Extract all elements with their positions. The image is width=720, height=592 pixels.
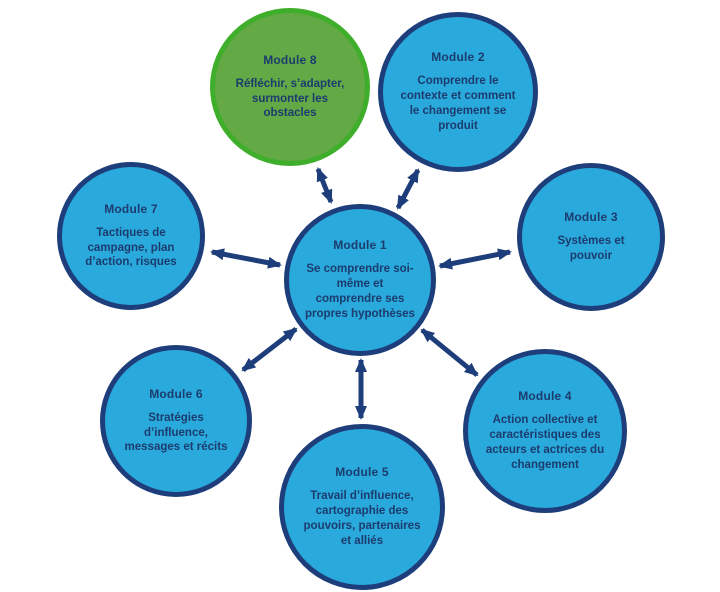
arrow-module1-module6 <box>241 327 298 372</box>
module-6-text: Stratégies d’influence, messages et réci… <box>124 411 228 454</box>
module-3-text: Systèmes et pouvoir <box>557 235 625 262</box>
module-7-title: Module 7 <box>104 201 158 216</box>
module-4-circle: Module 4 Action collective et caractéris… <box>463 349 627 513</box>
module-3-circle: Module 3 Systèmes et pouvoir <box>517 163 665 311</box>
module-8-text: Réfléchir, s’adapter, surmonter les obst… <box>235 77 345 120</box>
module-5-text: Travail d’influence, cartographie des po… <box>303 490 421 547</box>
module-3-title: Module 3 <box>564 210 618 225</box>
arrow-module1-module2 <box>395 168 421 210</box>
module-8-circle: Module 8 Réfléchir, s’adapter, surmonter… <box>210 8 370 166</box>
arrow-module1-module3 <box>438 248 512 270</box>
module-1-circle: Module 1 Se comprendre soi-même et compr… <box>284 204 436 356</box>
module-8-title: Module 8 <box>263 52 317 67</box>
arrow-module1-module4 <box>420 328 479 377</box>
module-6-title: Module 6 <box>149 386 203 401</box>
module-5-title: Module 5 <box>335 465 389 480</box>
module-4-title: Module 4 <box>518 389 572 404</box>
module-6-circle: Module 6 Stratégies d’influence, message… <box>100 345 252 497</box>
module-4-text: Action collective et caractéristiques de… <box>485 414 605 471</box>
module-2-circle: Module 2 Comprendre le contexte et comme… <box>378 12 538 172</box>
module-1-title: Module 1 <box>333 238 387 253</box>
module-2-text: Comprendre le contexte et comment le cha… <box>400 75 516 132</box>
module-5-circle: Module 5 Travail d’influence, cartograph… <box>279 424 445 590</box>
module-1-text: Se comprendre soi-même et comprendre ses… <box>305 263 415 320</box>
module-2-title: Module 2 <box>431 50 485 65</box>
module-7-text: Tactiques de campagne, plan d’action, ri… <box>85 226 177 269</box>
arrow-module1-module8 <box>315 167 334 204</box>
arrow-module1-module7 <box>210 248 282 269</box>
module-7-circle: Module 7 Tactiques de campagne, plan d’a… <box>57 162 205 310</box>
